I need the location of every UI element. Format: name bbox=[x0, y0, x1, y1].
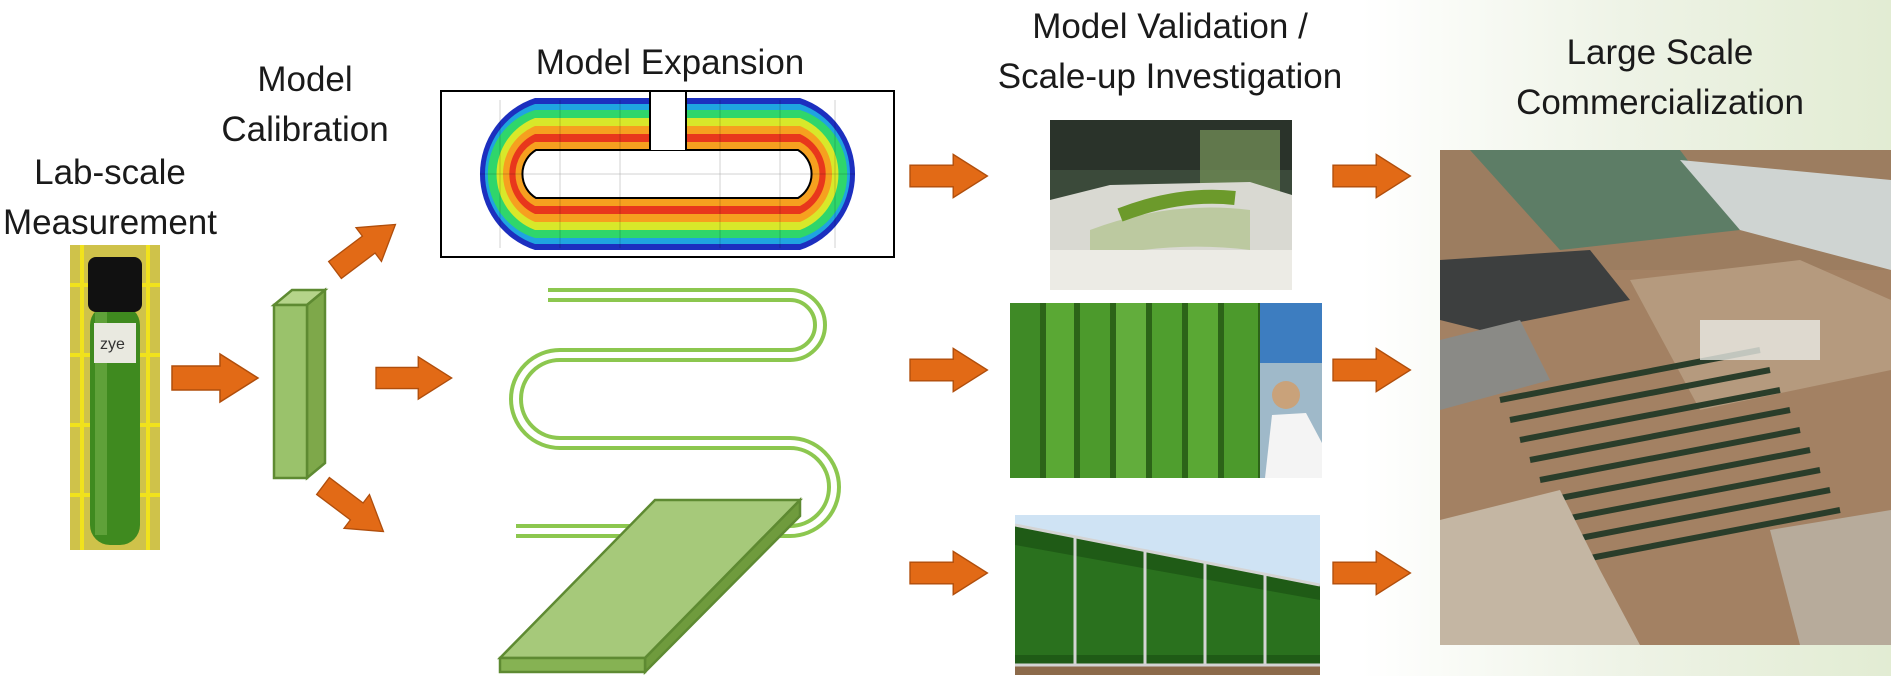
arrow-expansion-to-validation-3 bbox=[909, 550, 989, 596]
flat-panel-slab bbox=[497, 496, 803, 676]
model-validation-label: Model Validation / Scale-up Investigatio… bbox=[997, 7, 1343, 96]
arrow-calibration-to-raceway bbox=[321, 206, 409, 288]
large-scale-label: Large Scale Commercialization bbox=[1516, 33, 1804, 122]
arrow-calibration-to-tubular bbox=[375, 356, 453, 400]
photo-flat-panel-pbr bbox=[1010, 303, 1322, 478]
model-calibration-label: Model Calibration bbox=[221, 60, 389, 149]
calibration-column bbox=[270, 287, 329, 481]
photo-panel-array bbox=[1015, 515, 1320, 675]
raceway-contour-plot bbox=[440, 90, 895, 258]
arrow-validation-to-commercial-3 bbox=[1332, 550, 1412, 596]
arrow-validation-to-commercial-1 bbox=[1332, 153, 1412, 199]
arrow-expansion-to-validation-1 bbox=[909, 153, 989, 199]
lab-scale-label: Lab-scale Measurement bbox=[3, 153, 217, 242]
arrow-calibration-to-flatpanel bbox=[309, 468, 397, 550]
arrow-validation-to-commercial-2 bbox=[1332, 347, 1412, 393]
arrow-expansion-to-validation-2 bbox=[909, 347, 989, 393]
model-expansion-label: Model Expansion bbox=[535, 43, 805, 82]
svg-text:zye: zye bbox=[100, 336, 125, 353]
tubular-reactor bbox=[509, 288, 841, 538]
photo-test-tube: zye bbox=[70, 245, 160, 550]
arrow-lab-to-calibration bbox=[171, 353, 259, 403]
photo-raceway-pond bbox=[1050, 120, 1292, 290]
photo-commercial-site bbox=[1440, 150, 1891, 645]
